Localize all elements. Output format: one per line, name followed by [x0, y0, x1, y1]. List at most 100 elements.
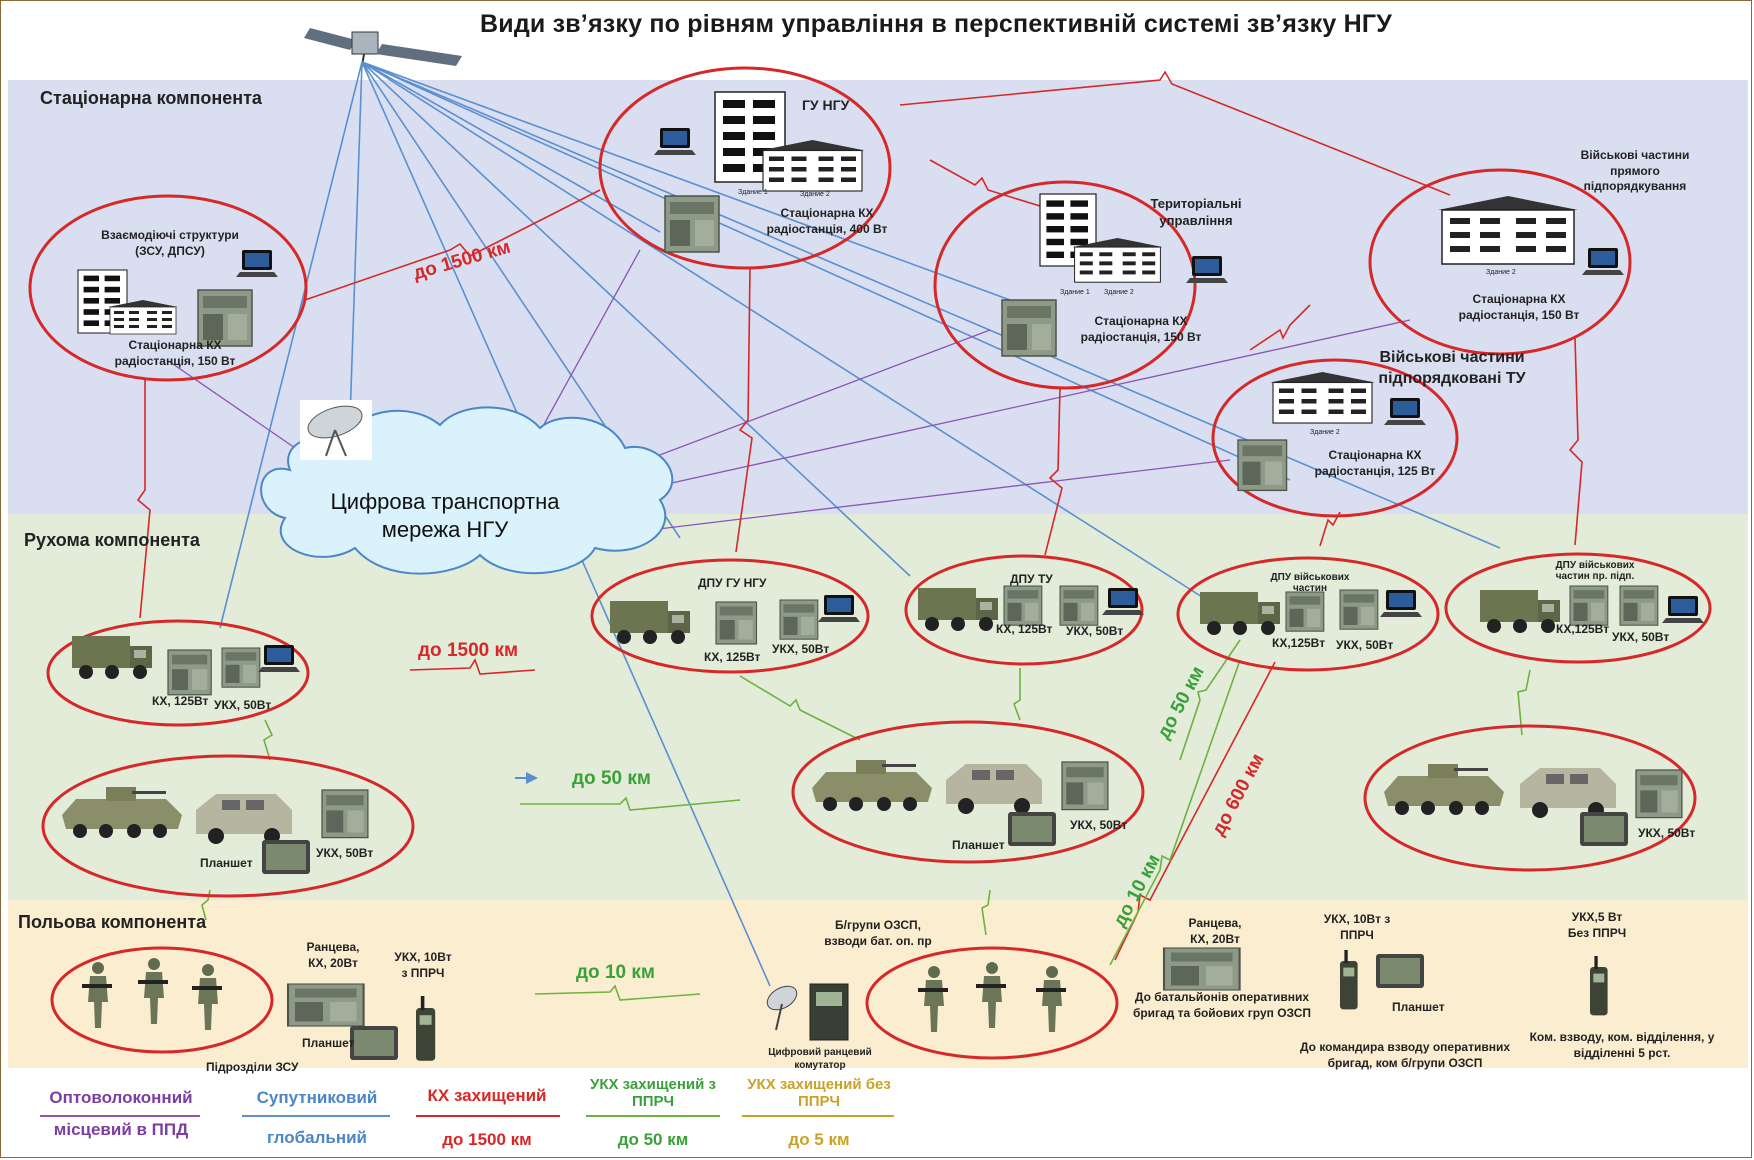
distance-label: до 50 км — [572, 768, 651, 789]
legend-ukx5-top: УКХ захищений без ППРЧ — [747, 1076, 891, 1110]
dpu-units-ukx: УКХ, 50Вт — [1336, 638, 1394, 652]
dpu-ngu-title: ДПУ ГУ НГУ — [698, 576, 767, 590]
radio-icon — [1061, 761, 1109, 811]
building-caption: Здание 1 — [738, 189, 768, 196]
armored-car-icon — [946, 764, 1042, 814]
dpu-ngu-ukx: УКХ, 50Вт — [772, 642, 830, 656]
laptop-icon — [1384, 398, 1426, 425]
laptop-icon — [1102, 588, 1144, 615]
node-field-left[interactable] — [50, 946, 274, 1054]
node-left-mobile[interactable] — [46, 619, 310, 727]
dish-antenna-icon — [300, 400, 372, 460]
soldier-icon — [918, 966, 948, 1032]
laptop-icon — [654, 128, 696, 155]
legend-kx-bottom: до 1500 км — [442, 1130, 532, 1149]
node-territorial[interactable] — [933, 180, 1197, 390]
distance-label: до 1500 км — [418, 640, 519, 661]
legend-ukx-top: УКХ захищений з ППРЧ — [590, 1076, 716, 1110]
apc-icon — [1384, 764, 1504, 815]
building-caption: Здание 1 — [1060, 289, 1090, 296]
node-armor-center[interactable] — [791, 720, 1145, 864]
field-right-backpack-note: До батальйонів оперативних бригад та бой… — [1132, 990, 1312, 1020]
node-field-center[interactable] — [865, 946, 1119, 1060]
gu-ngu-radio: Стаціонарна КХ радіостанція, 400 Вт — [766, 206, 888, 236]
tablet-icon — [350, 1026, 398, 1060]
field-left-backpack: Ранцева, КХ, 20Вт — [306, 940, 360, 970]
radio-icon — [715, 601, 758, 645]
territorial-radio: Стаціонарна КХ радіостанція, 150 Вт — [1080, 314, 1202, 344]
field-center-caption: Б/групи ОЗСП, взводи бат. оп. пр — [824, 918, 932, 948]
left-mobile-ukx: УКХ, 50Вт — [214, 698, 272, 712]
territorial-title: Територіальні управління — [1150, 196, 1242, 228]
radio-icon — [221, 647, 261, 688]
radio-icon — [1619, 585, 1659, 626]
laptop-icon — [1380, 590, 1422, 617]
radio-icon — [1285, 591, 1325, 632]
band-label-mobile: Рухома компонента — [24, 530, 200, 550]
building-caption: Здание 2 — [800, 191, 830, 198]
dpu-direct-ukx: УКХ, 50Вт — [1612, 630, 1670, 644]
radio-icon — [1339, 589, 1379, 630]
legend-ukx-bottom: до 50 км — [617, 1130, 689, 1149]
armor-center-tablet: Планшет — [952, 838, 1005, 852]
truck-icon — [72, 636, 152, 679]
laptop-icon — [1186, 256, 1228, 283]
armor-left-tablet: Планшет — [200, 856, 253, 870]
handheld-radio-icon — [416, 996, 436, 1061]
tablet-icon — [262, 840, 310, 874]
field-left-caption: Підрозділи ЗСУ — [206, 1060, 299, 1074]
cloud-label: Цифрова транспортна мережа НГУ — [330, 489, 560, 542]
dish-antenna-icon — [766, 985, 798, 1031]
node-dpu-ngu[interactable] — [590, 558, 870, 674]
dpu-units-title: ДПУ військових частин — [1270, 572, 1350, 594]
truck-icon — [610, 601, 690, 644]
satellite-icon — [304, 28, 462, 67]
node-gu-ngu[interactable] — [598, 66, 892, 270]
armor-right-ukx: УКХ, 50Вт — [1638, 826, 1696, 840]
soldier-icon — [138, 958, 168, 1024]
building-icon — [1269, 371, 1376, 424]
dpu-direct-kx: КХ,125Вт — [1556, 622, 1610, 636]
field-right-tablet: Планшет — [1392, 1000, 1445, 1014]
laptop-icon — [258, 645, 300, 672]
apc-icon — [812, 760, 932, 811]
handheld-radio-icon — [1590, 956, 1608, 1016]
node-tu-units[interactable] — [1211, 358, 1459, 518]
interaction-radio: Стаціонарна КХ радіостанція, 150 Вт — [114, 338, 236, 368]
left-mobile-kx: КХ, 125Вт — [152, 694, 209, 708]
building-icon — [107, 299, 179, 335]
field-left-tablet: Планшет — [302, 1036, 355, 1050]
interaction-title: Взаємодіючі структури (ЗСУ, ДПСУ) — [101, 228, 239, 258]
node-direct-units[interactable] — [1368, 168, 1632, 356]
soldier-icon — [192, 964, 222, 1030]
radio-icon — [1635, 769, 1683, 819]
node-interaction[interactable] — [28, 194, 308, 382]
field-right-ukx10: УКХ, 10Вт з ППРЧ — [1323, 912, 1391, 942]
building-icon — [1437, 195, 1579, 265]
legend-satellite-top: Супутниковий — [256, 1088, 378, 1107]
node-armor-left[interactable] — [41, 754, 415, 898]
dpu-tu-kx: КХ, 125Вт — [996, 622, 1053, 636]
node-dpu-units[interactable] — [1176, 556, 1440, 672]
band-label-stationary: Стаціонарна компонента — [40, 88, 262, 108]
switch-icon — [809, 983, 849, 1041]
dpu-ngu-kx: КХ, 125Вт — [704, 650, 761, 664]
soldier-icon — [976, 962, 1006, 1028]
arrow-head — [526, 772, 538, 784]
ukx-links — [201, 639, 1531, 1001]
radio-icon — [1569, 585, 1609, 626]
direct-units-title: Військові частини прямого підпорядкуванн… — [1580, 148, 1690, 194]
radio-icon — [321, 789, 369, 839]
radio-station-icon — [664, 195, 720, 253]
node-dpu-tu[interactable] — [904, 554, 1144, 666]
building-caption: Здание 2 — [1104, 289, 1134, 296]
laptop-icon — [1582, 248, 1624, 275]
dpu-tu-ukx: УКХ, 50Вт — [1066, 624, 1124, 638]
legend-kx-top: КХ захищений — [427, 1086, 547, 1105]
diagram-title: Види зв’язку по рівням управління в перс… — [480, 10, 1392, 38]
field-right-ukx10-note: До командира взводу оперативних бригад, … — [1299, 1040, 1511, 1070]
node-armor-right[interactable] — [1363, 724, 1697, 872]
node-dpu-direct[interactable] — [1444, 552, 1712, 664]
